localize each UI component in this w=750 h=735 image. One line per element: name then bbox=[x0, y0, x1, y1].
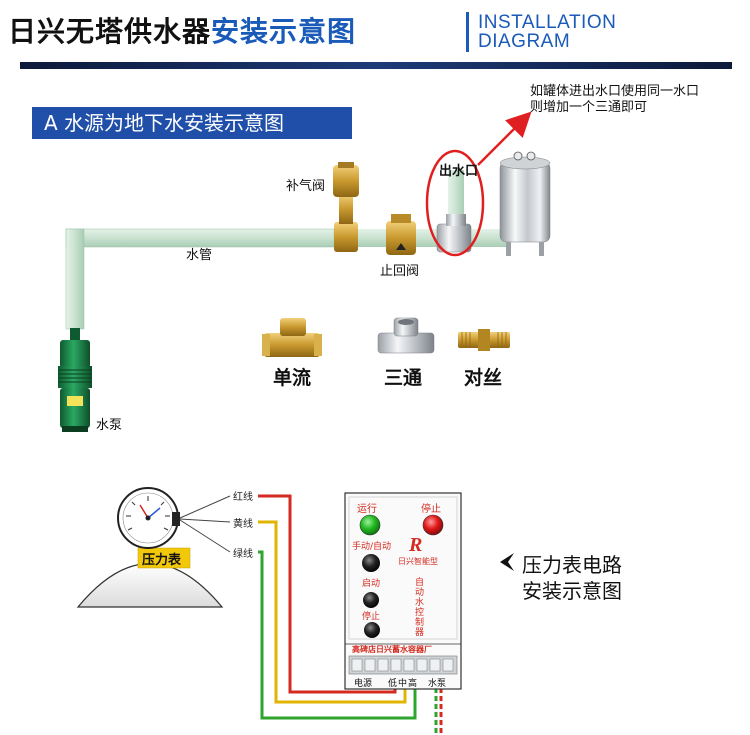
page-title: 日兴无塔供水器安装示意图 bbox=[8, 10, 356, 50]
submersible-pump bbox=[58, 328, 92, 432]
label-pump: 水泵 bbox=[96, 418, 123, 433]
ctrl-stop2-label: 停止 bbox=[362, 612, 381, 622]
note-arrow bbox=[477, 111, 532, 166]
pressure-tank bbox=[499, 151, 551, 256]
label-check-valve: 止回阀 bbox=[380, 264, 420, 279]
ctrl-factory: 高碑店日兴蓄水容器厂 bbox=[352, 645, 432, 654]
ctrl-vertical-text: 自 动 水 控 制 器 bbox=[414, 578, 424, 638]
label-outlet: 出水口 bbox=[439, 164, 479, 179]
part-label-check: 单流 bbox=[273, 367, 312, 389]
header-band bbox=[20, 62, 732, 69]
title-blue: 安装示意图 bbox=[211, 15, 357, 48]
note-line2: 则增加一个三通即可 bbox=[530, 100, 648, 115]
title-divider bbox=[466, 12, 469, 52]
ctrl-stop-label: 停止 bbox=[421, 504, 441, 515]
gauge-label: 压力表 bbox=[142, 553, 182, 568]
check-valve bbox=[386, 214, 416, 255]
gauge-leads bbox=[179, 495, 231, 553]
run-light bbox=[359, 514, 381, 536]
tank-dome bbox=[76, 545, 224, 608]
stop-light bbox=[422, 514, 444, 536]
note-line1: 如罐体进出水口使用同一水口 bbox=[530, 84, 700, 99]
ctrl-logo: R bbox=[409, 534, 423, 556]
wire-label-green: 绿线 bbox=[233, 549, 253, 560]
label-air-valve: 补气阀 bbox=[286, 179, 326, 194]
title-black: 日兴无塔供水器 bbox=[8, 15, 212, 48]
ctrl-start-label: 启动 bbox=[362, 579, 381, 589]
title-english: INSTALLATION DIAGRAM bbox=[478, 13, 616, 51]
title-en-line1: INSTALLATION bbox=[478, 12, 617, 33]
label-water-pipe: 水管 bbox=[186, 248, 213, 263]
wire-yellow bbox=[258, 520, 407, 704]
part-check-valve bbox=[262, 318, 322, 357]
stop-button bbox=[364, 622, 380, 638]
part-tee bbox=[377, 317, 435, 354]
part-nipple bbox=[458, 329, 510, 351]
caption-line2: 安装示意图 bbox=[522, 579, 622, 603]
terminal-pump: 水泵 bbox=[428, 679, 447, 689]
section-a-heading: A 水源为地下水安装示意图 bbox=[32, 107, 352, 139]
wire-green bbox=[258, 550, 417, 720]
caption-arrow-icon bbox=[500, 553, 514, 571]
terminal-mid: 中 bbox=[398, 679, 408, 689]
terminal-low: 低 bbox=[388, 679, 398, 689]
mode-switch bbox=[362, 554, 380, 572]
title-en-line2: DIAGRAM bbox=[478, 31, 571, 52]
ctrl-run-label: 运行 bbox=[357, 504, 377, 515]
outlet-tee bbox=[436, 214, 472, 253]
terminal-high: 高 bbox=[408, 679, 418, 689]
controller-box bbox=[344, 492, 462, 690]
start-button bbox=[363, 592, 379, 608]
part-label-nipple: 对丝 bbox=[464, 367, 503, 389]
outlet-highlight bbox=[425, 149, 485, 257]
air-valve bbox=[333, 162, 359, 252]
ctrl-brand: 日兴智能型 bbox=[398, 557, 438, 566]
ctrl-mode-label: 手动/自动 bbox=[352, 542, 392, 552]
circuit-caption: 压力表电路 安装示意图 bbox=[522, 552, 622, 604]
wire-label-yellow: 黄线 bbox=[233, 519, 253, 530]
caption-line1: 压力表电路 bbox=[522, 553, 622, 577]
pressure-gauge bbox=[117, 487, 180, 549]
terminal-power: 电源 bbox=[354, 679, 373, 689]
wire-label-red: 红线 bbox=[233, 492, 253, 503]
part-label-tee: 三通 bbox=[384, 367, 423, 389]
tee-note: 如罐体进出水口使用同一水口 则增加一个三通即可 bbox=[530, 84, 699, 116]
